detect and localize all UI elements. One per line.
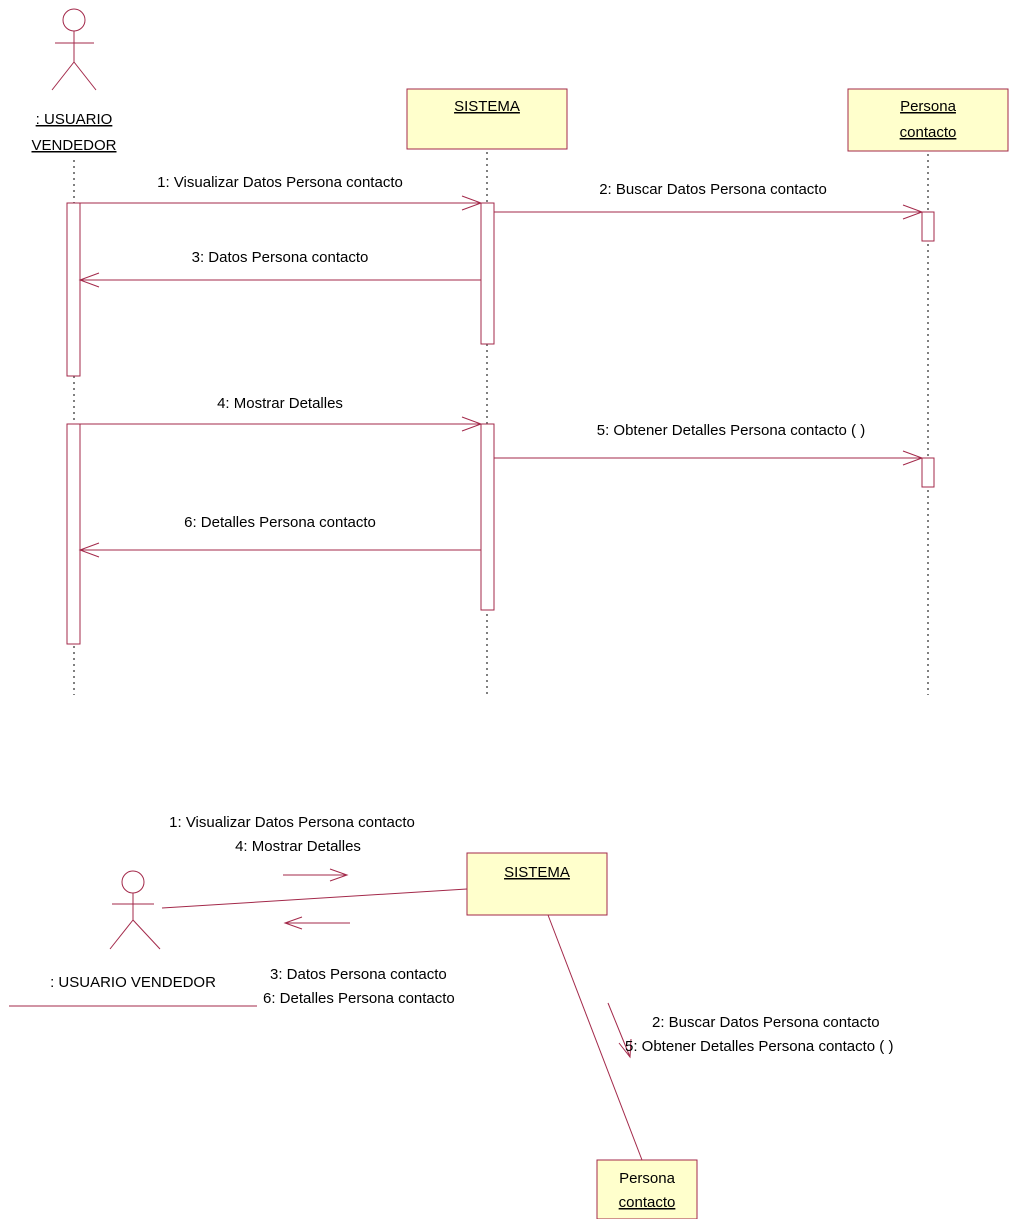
activation-actor-2 [66, 423, 81, 645]
message-4-label: 4: Mostrar Detalles [217, 395, 343, 412]
collaboration-diagram: : USUARIO VENDEDOR SISTEMA Persona conta… [9, 814, 893, 1219]
collab-actor-usuario-vendedor[interactable]: : USUARIO VENDEDOR [9, 870, 257, 1007]
activation-actor-1 [66, 202, 81, 377]
link-sistema-persona [547, 914, 643, 1161]
collab-msg-6: 6: Detalles Persona contacto [263, 990, 455, 1007]
activation-sistema-2 [480, 423, 495, 611]
collab-persona-label-line1: Persona [619, 1170, 676, 1187]
activation-sistema-1 [480, 202, 495, 345]
stick-figure-icon [109, 870, 161, 950]
collab-arrow-sistema-to-persona [607, 1002, 632, 1059]
collab-msg-4: 4: Mostrar Detalles [235, 838, 361, 855]
link-actor-sistema [161, 888, 468, 909]
collab-arrow-actor-to-sistema [283, 868, 349, 882]
collab-persona-label-line2: contacto [619, 1194, 676, 1211]
actor-name-line2: VENDEDOR [31, 137, 116, 154]
message-3-label: 3: Datos Persona contacto [192, 249, 369, 266]
message-5-label: 5: Obtener Detalles Persona contacto ( ) [597, 422, 865, 439]
message-5[interactable]: 5: Obtener Detalles Persona contacto ( ) [494, 422, 924, 466]
collab-msg-2: 2: Buscar Datos Persona contacto [652, 1014, 880, 1031]
collab-actor-name: : USUARIO VENDEDOR [50, 974, 216, 991]
message-6-label: 6: Detalles Persona contacto [184, 514, 376, 531]
collab-sistema-label: SISTEMA [504, 864, 570, 881]
sequence-diagram: : USUARIO VENDEDOR SISTEMA Persona conta… [31, 8, 1009, 695]
collab-msg-5: 5: Obtener Detalles Persona contacto ( ) [625, 1038, 893, 1055]
message-1-label: 1: Visualizar Datos Persona contacto [157, 174, 403, 191]
object-persona-contacto[interactable]: Persona contacto [847, 88, 1009, 152]
activation-persona-1 [921, 211, 935, 242]
stick-figure-icon [51, 8, 97, 91]
message-6[interactable]: 6: Detalles Persona contacto [78, 514, 481, 558]
actor-usuario-vendedor[interactable]: : USUARIO VENDEDOR [31, 8, 117, 154]
message-1[interactable]: 1: Visualizar Datos Persona contacto [80, 174, 483, 211]
object-persona-label-line2: contacto [900, 124, 957, 141]
activation-persona-2 [921, 457, 935, 488]
collab-object-sistema[interactable]: SISTEMA [466, 852, 608, 916]
object-sistema[interactable]: SISTEMA [406, 88, 568, 150]
message-2-label: 2: Buscar Datos Persona contacto [599, 181, 827, 198]
message-3[interactable]: 3: Datos Persona contacto [78, 249, 481, 288]
collab-object-persona-contacto[interactable]: Persona contacto [596, 1159, 698, 1219]
collab-msg-1: 1: Visualizar Datos Persona contacto [169, 814, 415, 831]
actor-name-line1: : USUARIO [36, 111, 113, 128]
collab-arrow-sistema-to-actor [283, 916, 350, 930]
message-4[interactable]: 4: Mostrar Detalles [80, 395, 483, 432]
collab-msg-3: 3: Datos Persona contacto [270, 966, 447, 983]
object-sistema-label: SISTEMA [454, 98, 520, 115]
object-persona-label-line1: Persona [900, 98, 957, 115]
message-2[interactable]: 2: Buscar Datos Persona contacto [494, 181, 924, 220]
